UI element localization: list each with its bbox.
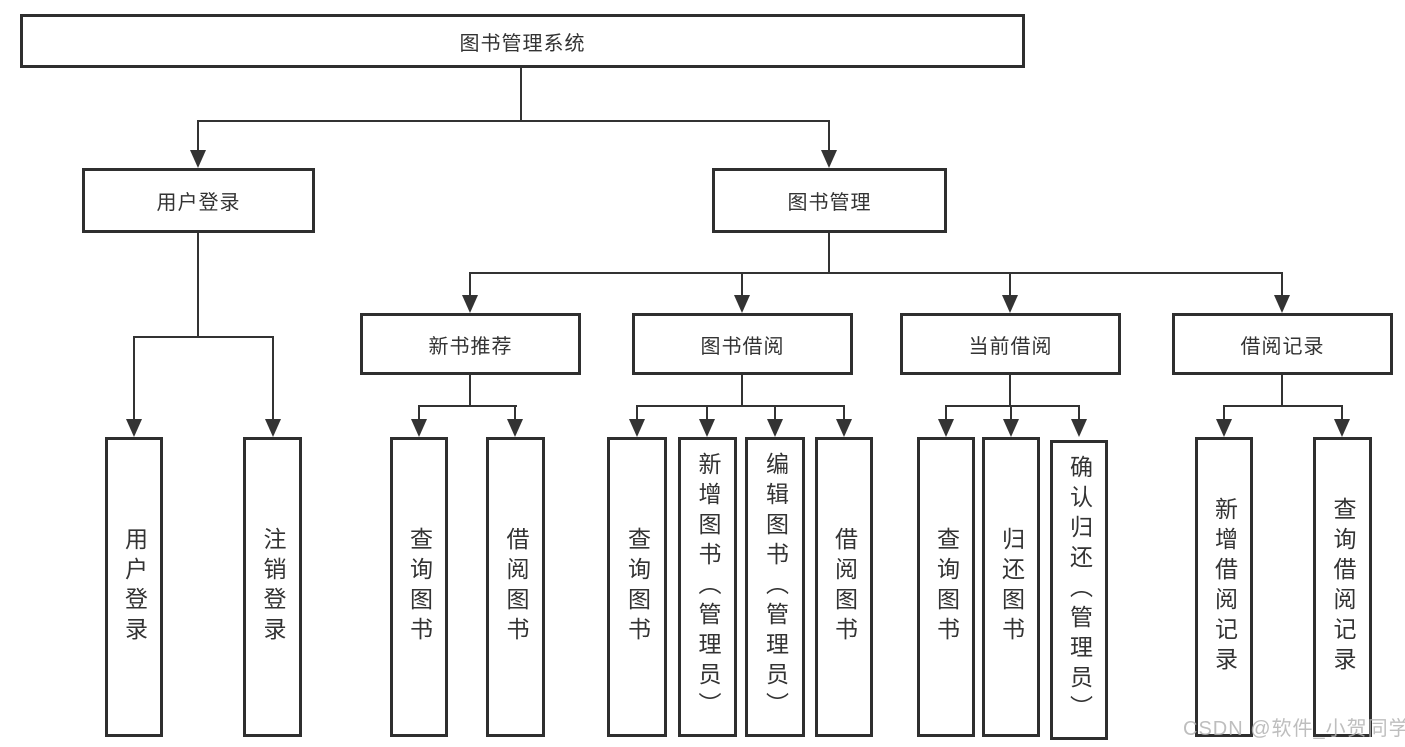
connector-line bbox=[741, 272, 743, 297]
arrow-down-icon bbox=[507, 419, 523, 437]
connector-line bbox=[1009, 272, 1011, 297]
connector-line bbox=[706, 405, 708, 421]
leaf-records-add-record: 新增借阅记录 bbox=[1195, 437, 1253, 737]
connector-line bbox=[470, 272, 1283, 274]
leaf-borrow-query-books: 查询图书 bbox=[607, 437, 667, 737]
connector-line bbox=[636, 405, 638, 421]
connector-line bbox=[520, 68, 522, 120]
arrow-down-icon bbox=[462, 295, 478, 313]
connector-line bbox=[197, 233, 199, 336]
arrow-down-icon bbox=[265, 419, 281, 437]
node-borrow-records: 借阅记录 bbox=[1172, 313, 1393, 375]
leaf-current-confirm-return-admin: 确认归还（管理员） bbox=[1050, 440, 1108, 740]
connector-line bbox=[1010, 405, 1012, 421]
connector-line bbox=[197, 120, 830, 122]
csdn-watermark: CSDN @软件_小贺同学 bbox=[1183, 718, 1405, 740]
leaf-borrow-edit-books-admin: 编辑图书（管理员） bbox=[745, 437, 805, 737]
connector-line bbox=[272, 336, 274, 421]
arrow-down-icon bbox=[821, 150, 837, 168]
leaf-current-return-books: 归还图书 bbox=[982, 437, 1040, 737]
connector-line bbox=[945, 405, 1080, 407]
node-book-borrow: 图书借阅 bbox=[632, 313, 853, 375]
arrow-down-icon bbox=[1216, 419, 1232, 437]
connector-line bbox=[133, 336, 274, 338]
arrow-down-icon bbox=[411, 419, 427, 437]
arrow-down-icon bbox=[1002, 295, 1018, 313]
connector-line bbox=[1223, 405, 1343, 407]
connector-line bbox=[945, 405, 947, 421]
arrow-down-icon bbox=[1274, 295, 1290, 313]
arrow-down-icon bbox=[126, 419, 142, 437]
arrow-down-icon bbox=[1071, 419, 1087, 437]
connector-line bbox=[1281, 272, 1283, 297]
connector-line bbox=[828, 120, 830, 156]
leaf-borrow-borrow-books: 借阅图书 bbox=[815, 437, 873, 737]
leaf-logout: 注销登录 bbox=[243, 437, 302, 737]
connector-line bbox=[1341, 405, 1343, 421]
node-root-system: 图书管理系统 bbox=[20, 14, 1025, 68]
node-book-management: 图书管理 bbox=[712, 168, 947, 233]
leaf-current-query-books: 查询图书 bbox=[917, 437, 975, 737]
connector-line bbox=[469, 272, 471, 297]
connector-line bbox=[469, 375, 471, 405]
leaf-newbook-borrow-books: 借阅图书 bbox=[486, 437, 545, 737]
arrow-down-icon bbox=[190, 150, 206, 168]
connector-line bbox=[133, 336, 135, 421]
arrow-down-icon bbox=[699, 419, 715, 437]
arrow-down-icon bbox=[767, 419, 783, 437]
arrow-down-icon bbox=[629, 419, 645, 437]
connector-line bbox=[418, 405, 420, 421]
connector-line bbox=[1223, 405, 1225, 421]
node-new-book-recommend: 新书推荐 bbox=[360, 313, 581, 375]
connector-line bbox=[418, 405, 517, 407]
connector-line bbox=[514, 405, 516, 421]
arrow-down-icon bbox=[1334, 419, 1350, 437]
connector-line bbox=[843, 405, 845, 421]
arrow-down-icon bbox=[938, 419, 954, 437]
node-user-login: 用户登录 bbox=[82, 168, 315, 233]
connector-line bbox=[1009, 375, 1011, 405]
leaf-borrow-add-books-admin: 新增图书（管理员） bbox=[678, 437, 737, 737]
leaf-newbook-query-books: 查询图书 bbox=[390, 437, 448, 737]
connector-line bbox=[774, 405, 776, 421]
connector-line bbox=[1281, 375, 1283, 405]
arrow-down-icon bbox=[734, 295, 750, 313]
leaf-user-login: 用户登录 bbox=[105, 437, 163, 737]
connector-line bbox=[1078, 405, 1080, 421]
connector-line bbox=[828, 233, 830, 272]
connector-line bbox=[197, 120, 199, 156]
leaf-records-query-record: 查询借阅记录 bbox=[1313, 437, 1372, 737]
node-current-borrow: 当前借阅 bbox=[900, 313, 1121, 375]
arrow-down-icon bbox=[836, 419, 852, 437]
arrow-down-icon bbox=[1003, 419, 1019, 437]
connector-line bbox=[741, 375, 743, 405]
connector-line bbox=[636, 405, 845, 407]
